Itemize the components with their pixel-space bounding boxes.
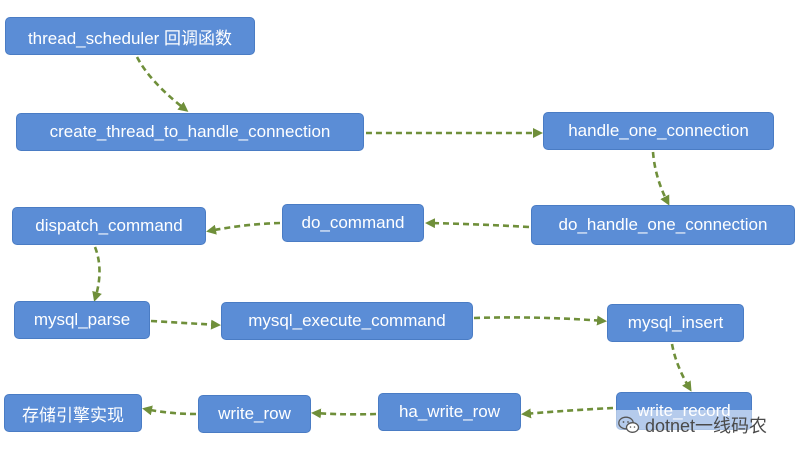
node-do-handle-one-connection: do_handle_one_connection <box>531 205 795 245</box>
node-mysql-parse: mysql_parse <box>14 301 150 339</box>
arrow-parse-to-execute <box>150 319 221 330</box>
node-create-thread: create_thread_to_handle_connection <box>16 113 364 151</box>
node-thread-scheduler: thread_scheduler 回调函数 <box>5 17 255 55</box>
node-label: handle_one_connection <box>568 121 749 140</box>
node-do-command: do_command <box>282 204 424 242</box>
watermark-text: dotnet一线码农 <box>645 416 768 436</box>
node-label: thread_scheduler 回调函数 <box>27 28 233 48</box>
node-label: do_command <box>301 213 405 232</box>
node-label: mysql_execute_command <box>248 311 446 330</box>
node-mysql-insert: mysql_insert <box>607 304 744 342</box>
node-handle-one-connection: handle_one_connection <box>543 112 774 150</box>
node-write-row: write_row <box>198 395 311 433</box>
arrow-writerow-to-storage <box>142 405 197 416</box>
arrow-insert-to-record <box>670 343 692 392</box>
node-label: mysql_insert <box>627 313 724 332</box>
arrow-execute-to-insert <box>473 315 607 326</box>
node-dispatch-command: dispatch_command <box>12 207 206 245</box>
node-mysql-execute-command: mysql_execute_command <box>221 302 473 340</box>
node-label: create_thread_to_handle_connection <box>49 122 331 141</box>
node-label: mysql_parse <box>33 310 131 329</box>
arrow-handle-to-dohandle <box>651 151 670 206</box>
node-label: ha_write_row <box>398 402 501 421</box>
node-ha-write-row: ha_write_row <box>378 393 521 431</box>
arrow-scheduler-to-create <box>135 56 189 112</box>
arrow-docommand-to-dispatch <box>206 221 281 235</box>
watermark: dotnet一线码农 <box>614 410 772 440</box>
arrow-dohandle-to-docommand <box>425 218 530 229</box>
node-label: 存储引擎实现 <box>22 405 124 425</box>
arrow-record-to-hawrite <box>521 406 614 419</box>
node-label: do_handle_one_connection <box>558 215 768 234</box>
node-label: write_row <box>218 404 291 423</box>
wechat-icon <box>618 416 640 433</box>
arrow-hawrite-to-writerow <box>311 408 377 419</box>
arrow-dispatch-to-parse <box>92 246 102 302</box>
node-label: dispatch_command <box>35 216 183 235</box>
node-storage-engine: 存储引擎实现 <box>4 394 142 432</box>
